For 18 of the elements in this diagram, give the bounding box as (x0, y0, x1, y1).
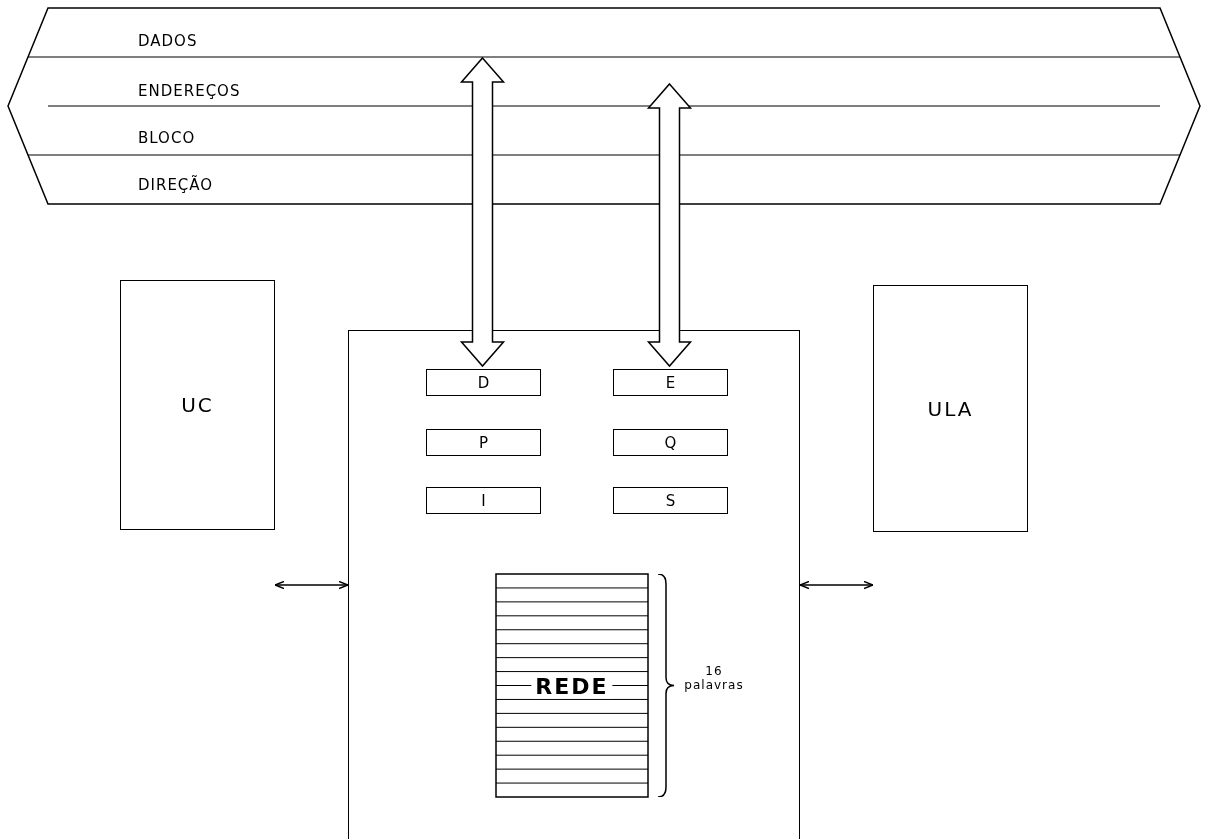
register-box: P (426, 429, 541, 456)
arrow (274, 580, 349, 590)
register-box: Q (613, 429, 728, 456)
bus-line-label: DIREÇÃO (138, 176, 214, 194)
double-arrow (459, 56, 506, 368)
register-box: E (613, 369, 728, 396)
bus-line-label: DADOS (138, 32, 198, 50)
register-box: I (426, 487, 541, 514)
register-box: D (426, 369, 541, 396)
bus-line-label: ENDEREÇOS (138, 82, 241, 100)
register-box: S (613, 487, 728, 514)
unit-box: ULA (873, 285, 1028, 532)
size-note: 16 palavras (683, 663, 745, 692)
arrow (799, 580, 874, 590)
register-block (348, 330, 800, 839)
bus-line-label: BLOCO (138, 129, 196, 147)
double-arrow (646, 82, 693, 368)
unit-box: UC (120, 280, 275, 530)
